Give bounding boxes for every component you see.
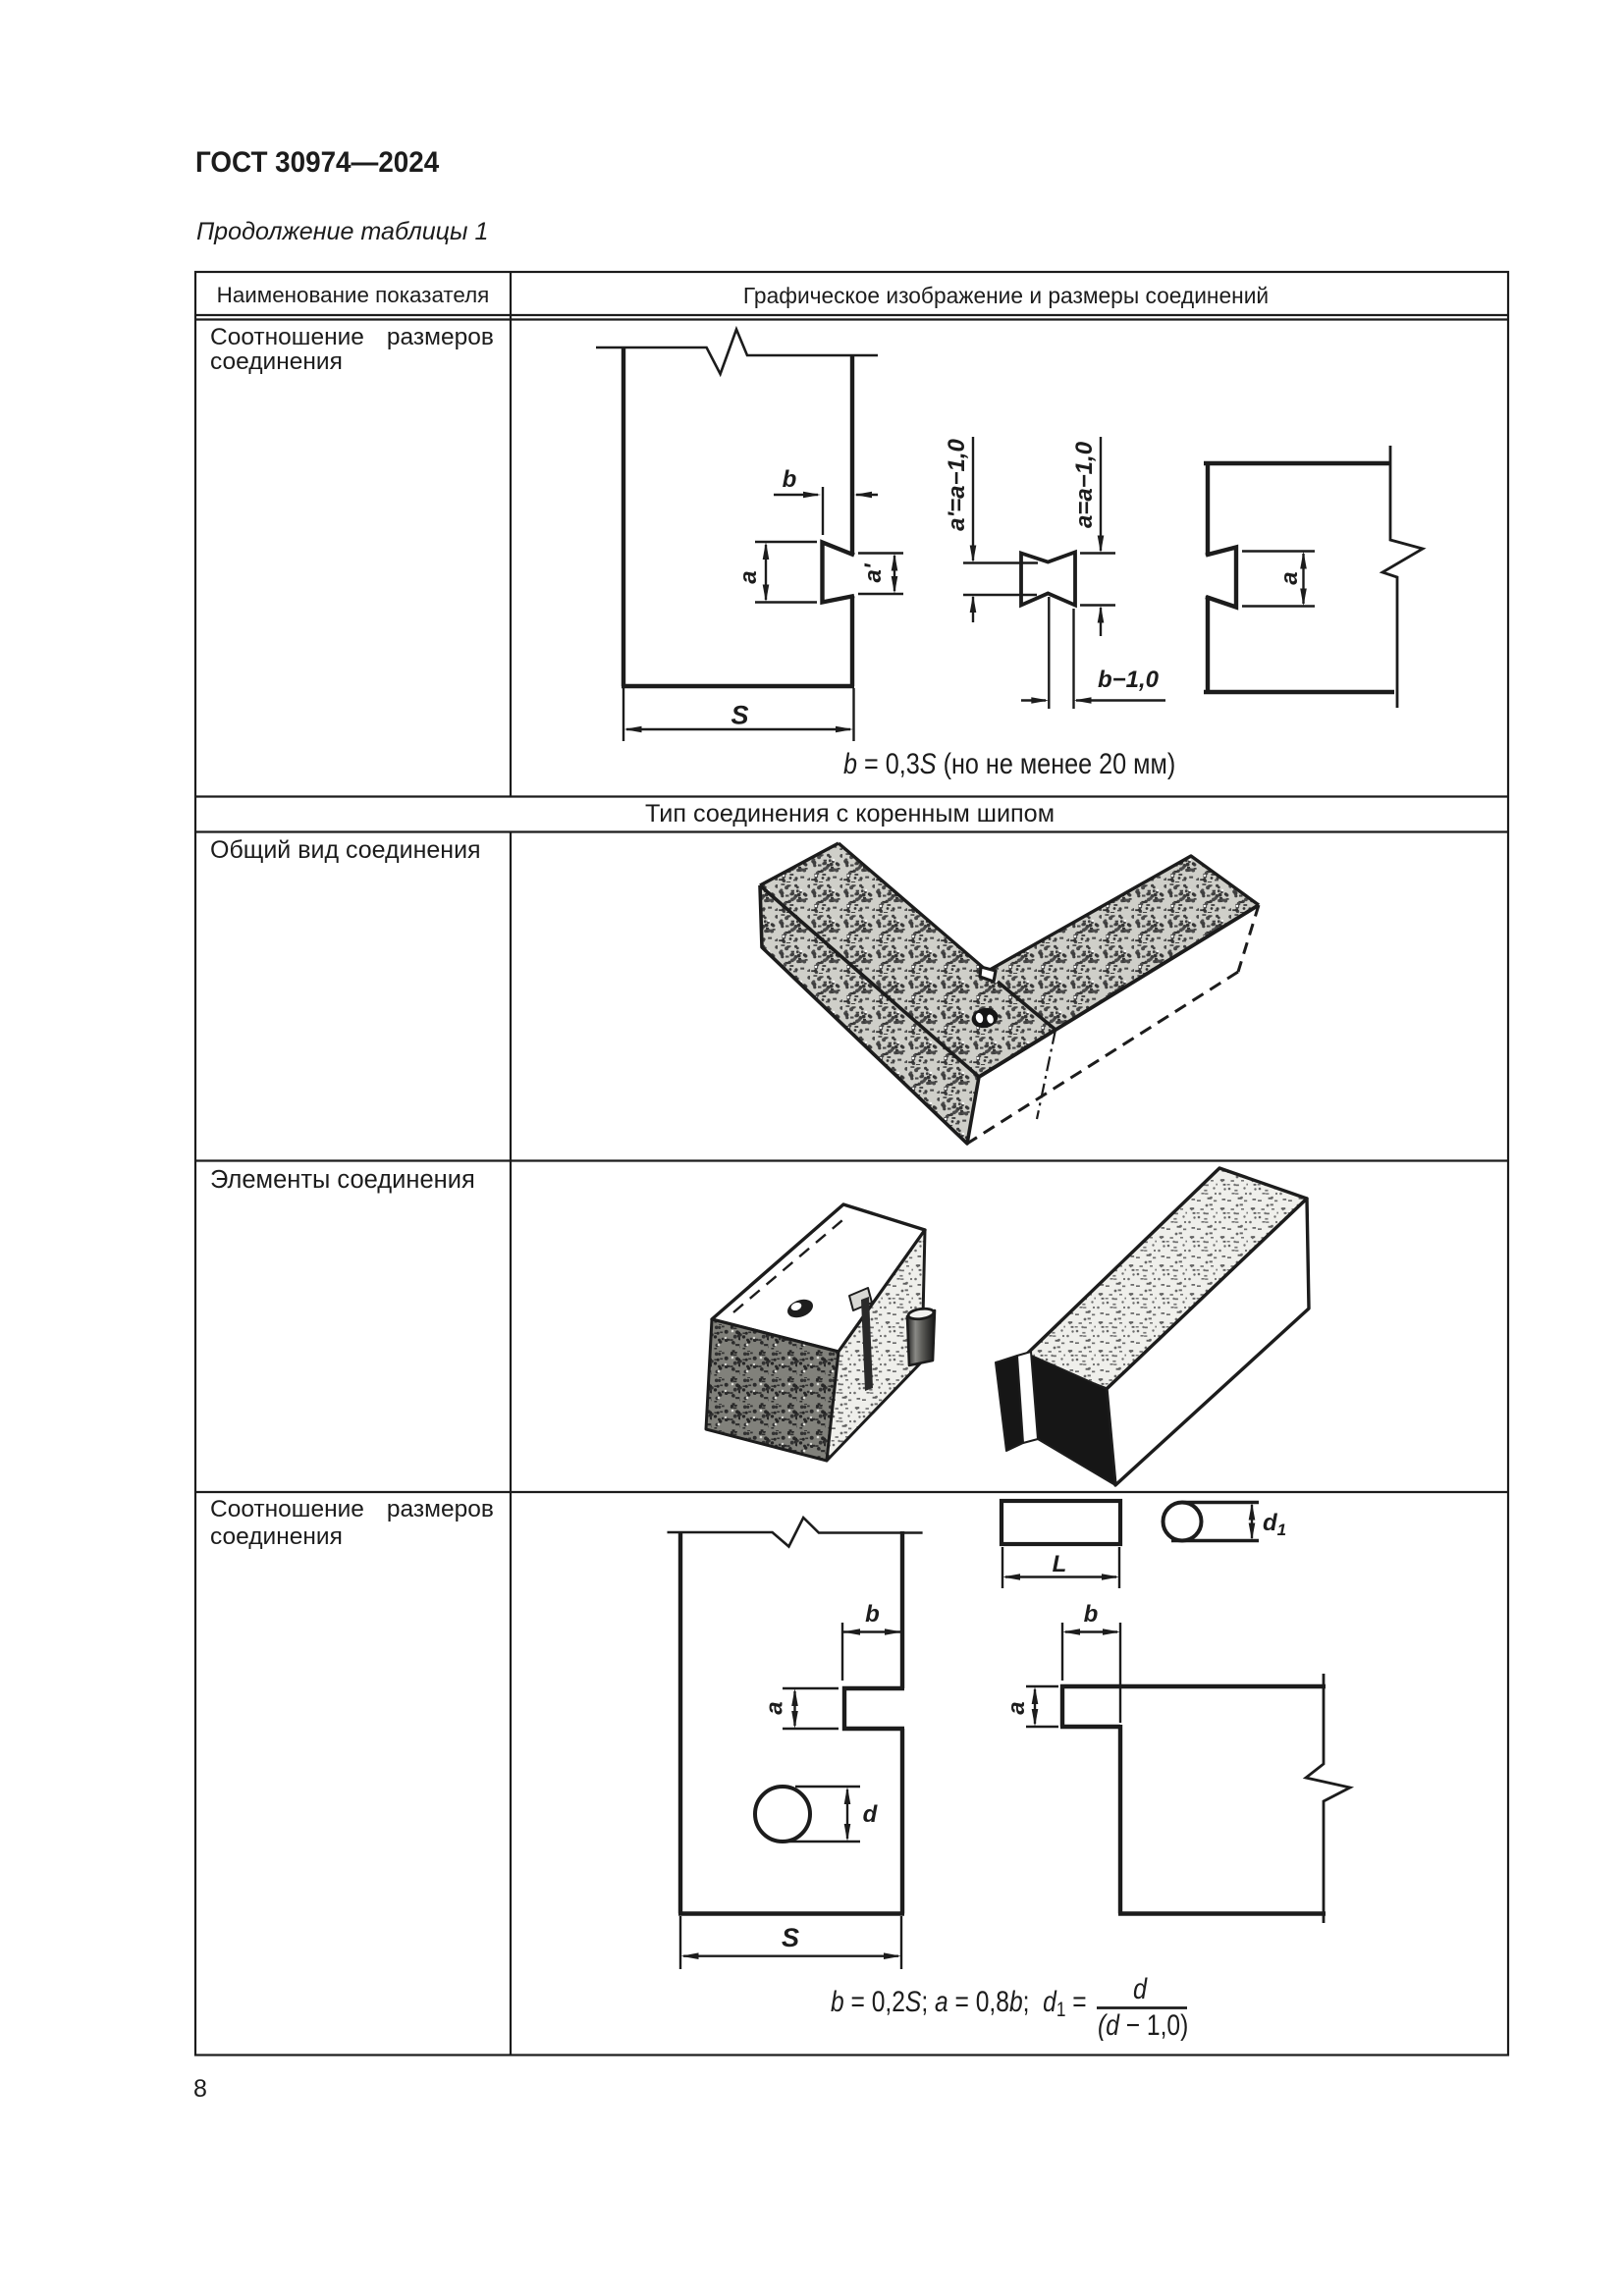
svg-text:d1: d1 (1263, 1510, 1286, 1539)
svg-text:a'=a−1,0: a'=a−1,0 (944, 438, 970, 530)
svg-text:S: S (782, 1923, 799, 1952)
svg-text:b−1,0: b−1,0 (1098, 667, 1160, 693)
svg-text:a=a−1,0: a=a−1,0 (1071, 441, 1098, 528)
svg-text:a: a (1003, 1701, 1030, 1714)
svg-text:a: a (1276, 571, 1303, 584)
svg-text:d: d (863, 1801, 879, 1828)
svg-text:a: a (762, 1701, 788, 1714)
svg-text:b: b (1084, 1601, 1099, 1628)
svg-text:b: b (783, 466, 797, 493)
svg-text:a: a (735, 570, 762, 583)
svg-text:L: L (1053, 1551, 1067, 1577)
svg-text:a': a' (860, 562, 887, 582)
svg-text:S: S (731, 701, 748, 730)
svg-text:b: b (865, 1601, 880, 1628)
